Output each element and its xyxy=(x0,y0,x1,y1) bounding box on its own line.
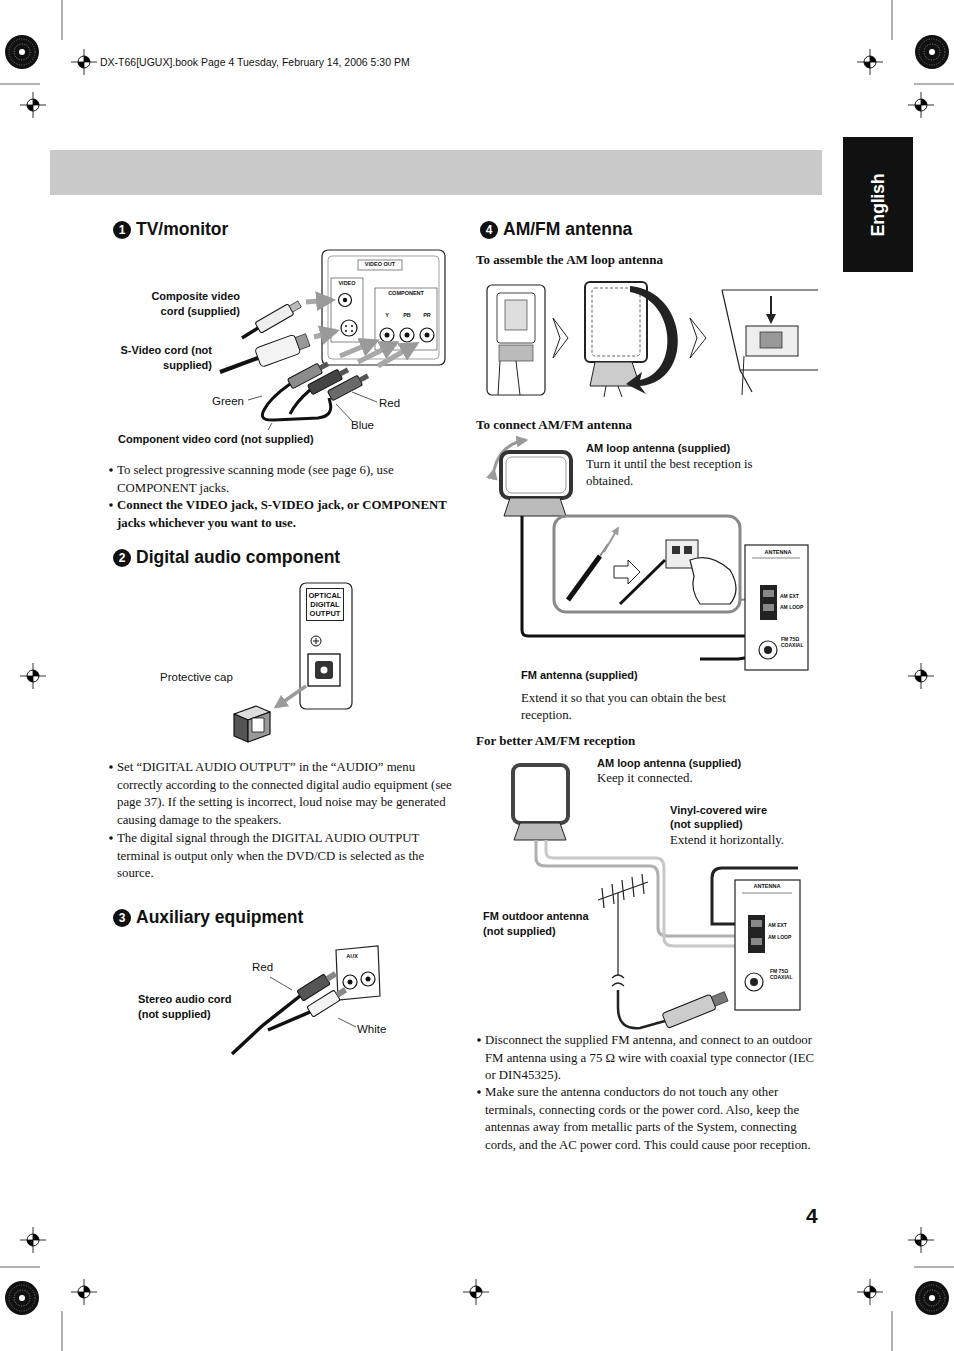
section-number: 4 xyxy=(480,221,498,239)
section-heading: Digital audio component xyxy=(136,547,396,568)
note-text: Extend it so that you can obtain the bes… xyxy=(521,690,761,724)
tab-text: English xyxy=(868,173,889,236)
plate-text: OPTICAL DIGITAL OUTPUT xyxy=(308,591,342,618)
note-text: Extend it horizontally. xyxy=(670,832,840,849)
sub-heading: To assemble the AM loop antenna xyxy=(476,252,776,268)
panel-label: VIDEO xyxy=(331,280,363,287)
callout-number: 2 xyxy=(119,552,126,564)
terminal-label: AM EXT xyxy=(768,922,797,928)
section-heading: AM/FM antenna xyxy=(503,219,703,240)
section-heading: TV/monitor xyxy=(136,219,356,240)
part-label: AM loop antenna (supplied) xyxy=(586,441,806,455)
note-text: Turn it until the best reception is obta… xyxy=(586,456,786,490)
part-label: FM antenna (supplied) xyxy=(521,668,721,682)
part-label: FM outdoor antenna (not supplied) xyxy=(483,909,601,938)
note-text: Set “DIGITAL AUDIO OUTPUT” in the “AUDIO… xyxy=(117,759,463,829)
callout-number: 1 xyxy=(119,224,126,236)
panel-label: VIDEO OUT xyxy=(358,261,402,268)
jack-label: PR xyxy=(420,312,434,319)
color-label: Red xyxy=(379,396,409,410)
terminal-label: AM LOOP xyxy=(780,604,807,610)
callout-number: 4 xyxy=(486,224,493,236)
sub-heading: To connect AM/FM antenna xyxy=(476,417,776,433)
note-text: To select progressive scanning mode (see… xyxy=(117,462,462,497)
panel-label: AUX xyxy=(341,953,363,960)
jack-label: PB xyxy=(400,312,414,319)
note-text: Connect the VIDEO jack, S-VIDEO jack, or… xyxy=(117,497,462,532)
callout-number: 3 xyxy=(119,912,126,924)
page-header: DX-T66[UGUX].book Page 4 Tuesday, Februa… xyxy=(100,56,520,69)
language-tab: English xyxy=(843,137,913,272)
terminal-label: FM 75Ω COAXIAL xyxy=(770,968,796,980)
terminal-plate: OPTICAL DIGITAL OUTPUT xyxy=(306,588,344,621)
section-number: 2 xyxy=(113,549,131,567)
color-label: White xyxy=(357,1022,397,1036)
part-label: Protective cap xyxy=(160,670,260,684)
note-text: The digital signal through the DIGITAL A… xyxy=(117,830,463,883)
sub-heading: For better AM/FM reception xyxy=(476,733,776,749)
color-label: Red xyxy=(252,960,282,974)
part-label: AM loop antenna (supplied) xyxy=(597,756,817,770)
section-number: 1 xyxy=(113,221,131,239)
part-label: Vinyl-covered wire (not supplied) xyxy=(670,803,790,831)
section-number: 3 xyxy=(113,909,131,927)
jack-label: Y xyxy=(382,312,392,319)
cord-label: Stereo audio cord (not supplied) xyxy=(138,992,250,1021)
note-text: Make sure the antenna conductors do not … xyxy=(485,1084,823,1154)
color-label: Green xyxy=(212,394,248,408)
panel-label: ANTENNA xyxy=(752,549,804,556)
cord-label: S-Video cord (not supplied) xyxy=(96,343,212,372)
cord-label: Composite video cord (supplied) xyxy=(138,289,240,318)
panel-label: ANTENNA xyxy=(742,883,792,890)
color-label: Blue xyxy=(351,418,387,432)
note-text: Disconnect the supplied FM antenna, and … xyxy=(485,1032,823,1085)
section-heading: Auxiliary equipment xyxy=(136,907,376,928)
terminal-label: FM 75Ω COAXIAL xyxy=(781,636,806,648)
note-text: Keep it connected. xyxy=(597,770,797,787)
page-number: 4 xyxy=(806,1204,830,1228)
terminal-label: AM LOOP xyxy=(768,934,797,940)
panel-label: COMPONENT xyxy=(375,290,437,297)
cord-label: Component video cord (not supplied) xyxy=(118,432,368,446)
terminal-label: AM EXT xyxy=(780,593,807,599)
